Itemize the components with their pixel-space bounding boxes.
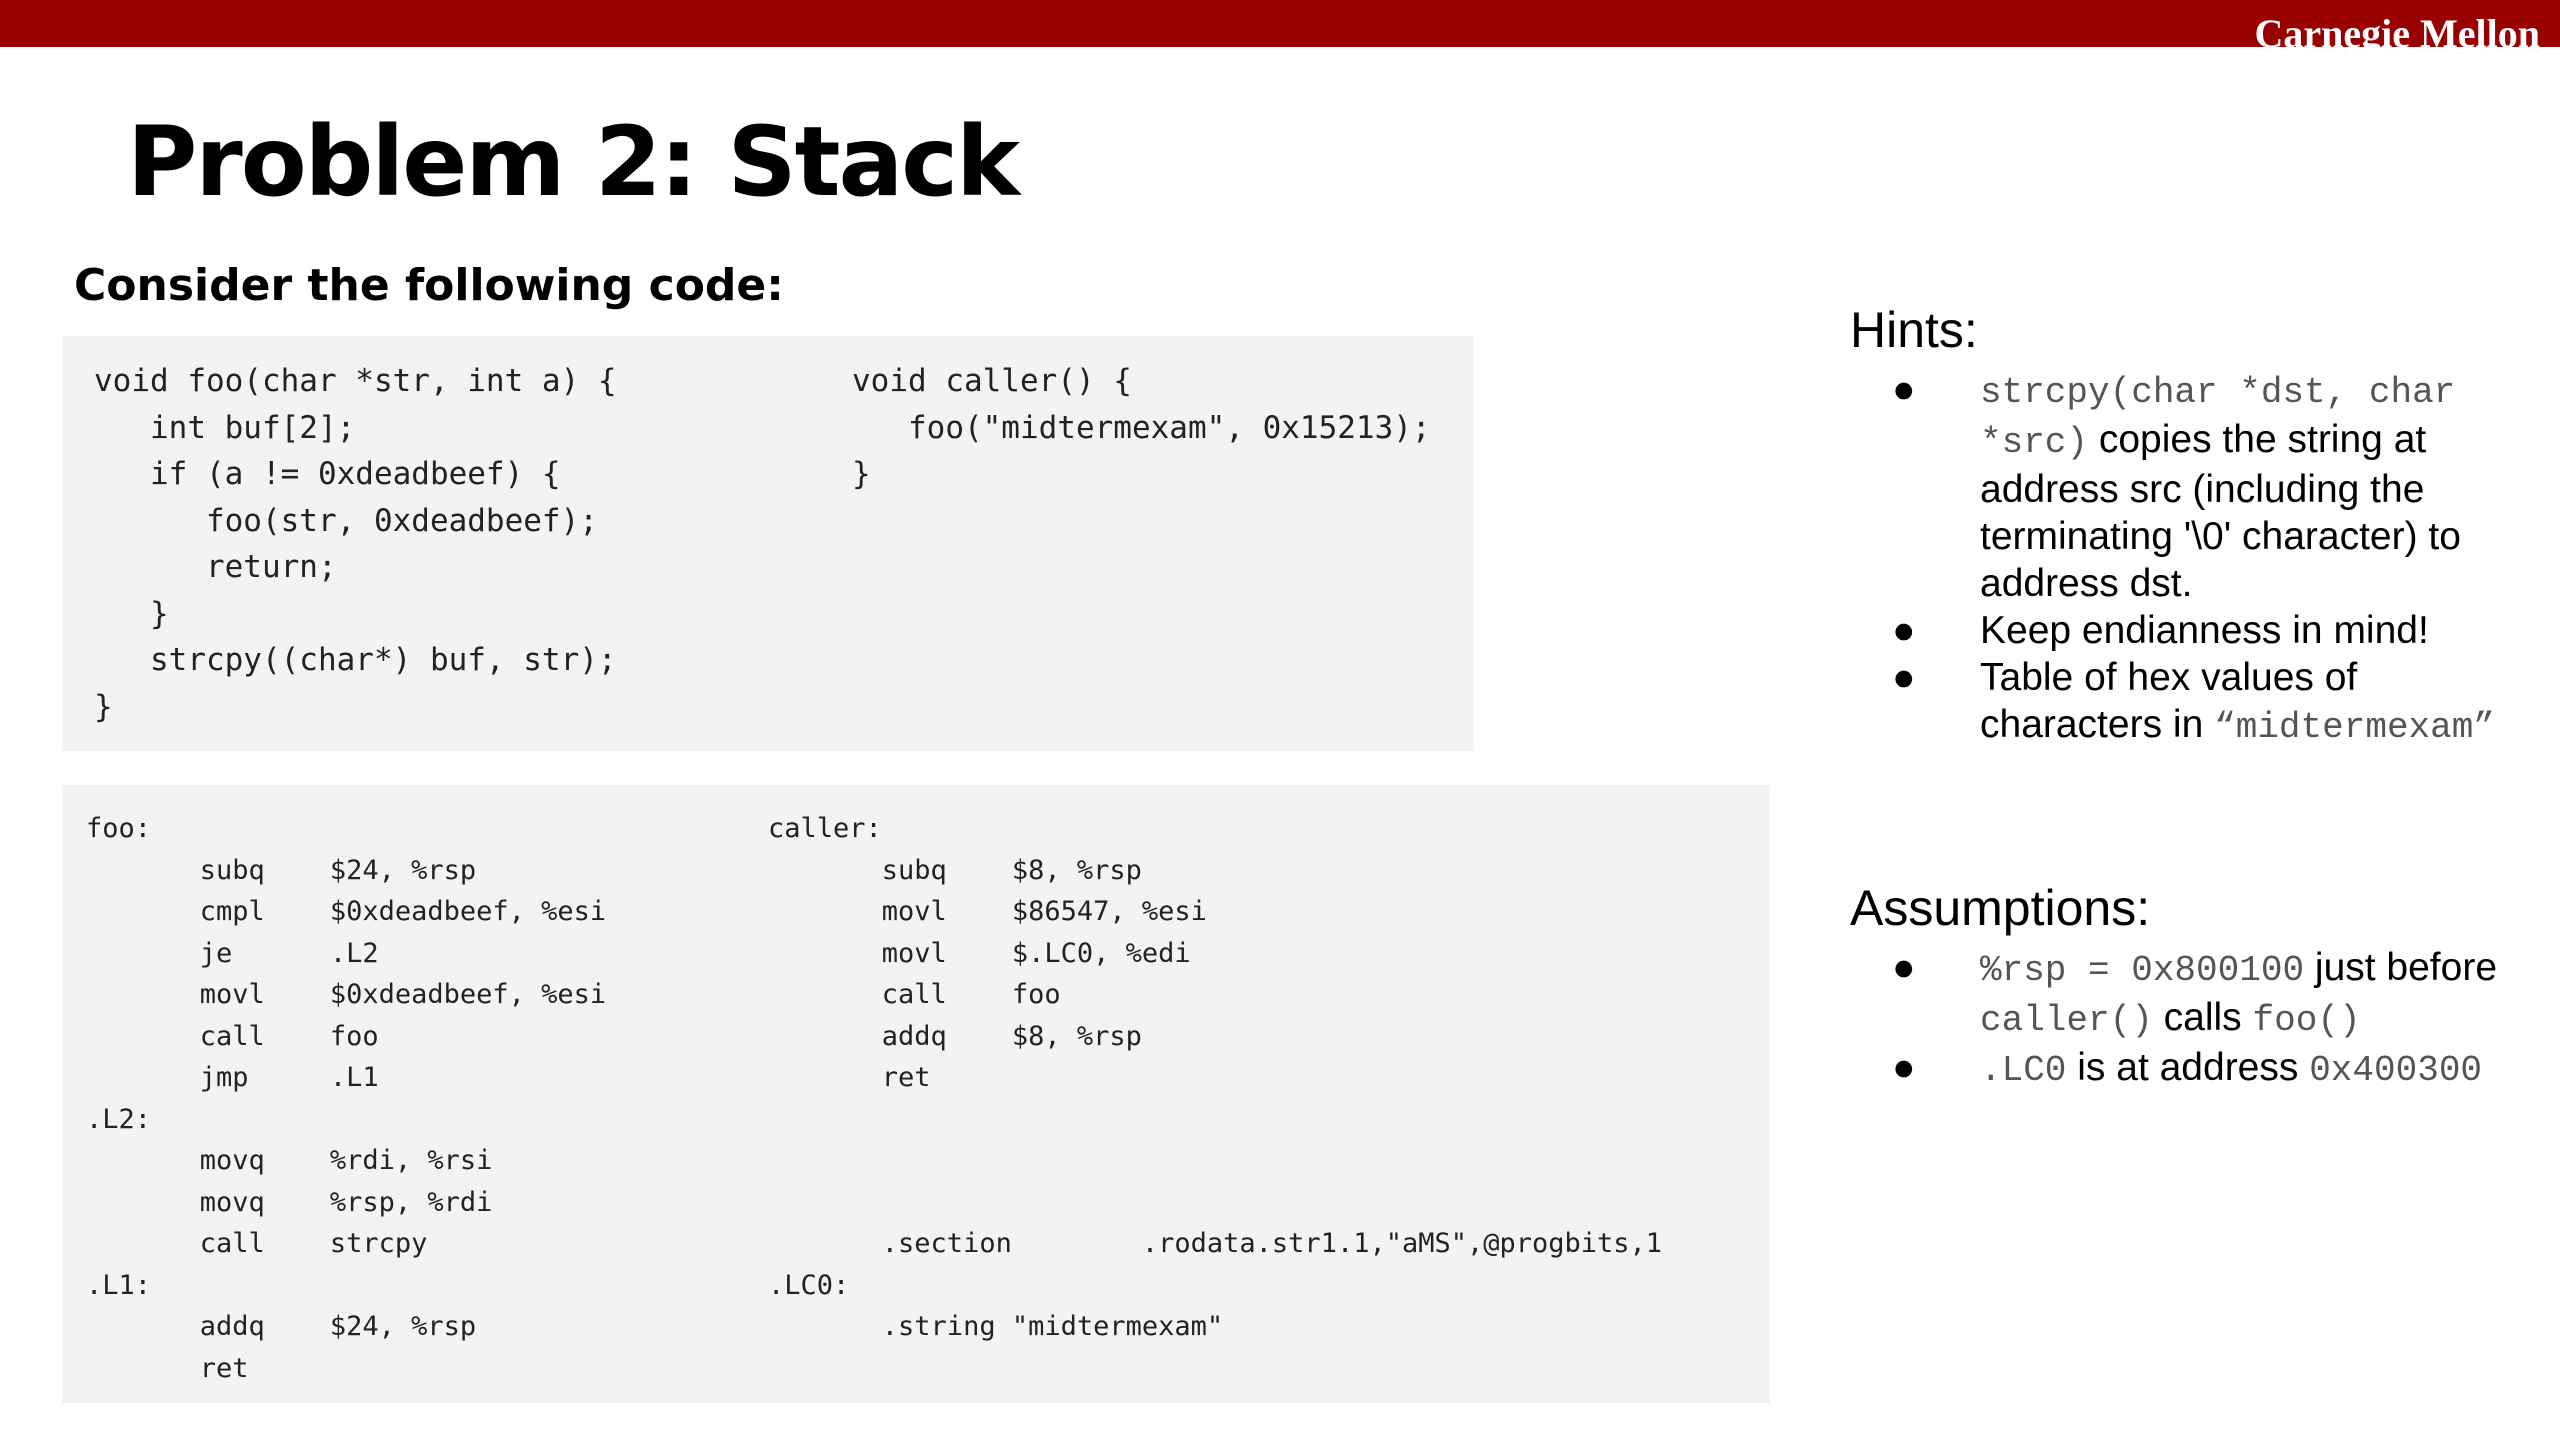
assumptions-panel: Assumptions: ● %rsp = 0x800100 just befo… (1850, 880, 2540, 1094)
assumption-item-lc0: ● .LC0 is at address 0x400300 (1850, 1044, 2540, 1094)
asm-code-caller: caller: subq $8, %rsp movl $86547, %esi … (768, 813, 1663, 1342)
hint-code-midtermexam: “midtermexam” (2214, 707, 2495, 748)
hint-text-hex-table: Table of hex values of characters in (1980, 656, 2358, 746)
bullet-icon: ● (1892, 946, 1916, 989)
asm-code-block: foo: subq $24, %rsp cmpl $0xdeadbeef, %e… (62, 785, 1770, 1403)
bullet-icon: ● (1892, 368, 1916, 411)
hint-item-endianness: ● Keep endianness in mind! (1850, 607, 2540, 654)
assumption-code-address: 0x400300 (2309, 1050, 2483, 1091)
header-bar: Carnegie Mellon (0, 0, 2560, 47)
hints-panel: Hints: ● strcpy(char *dst, char *src) co… (1850, 302, 2540, 751)
assumption-text: calls (2152, 996, 2253, 1039)
bullet-icon: ● (1892, 1046, 1916, 1089)
assumption-code-foo: foo() (2252, 1000, 2361, 1041)
asm-code-foo: foo: subq $24, %rsp cmpl $0xdeadbeef, %e… (86, 813, 607, 1384)
slide-subtitle: Consider the following code: (74, 260, 784, 311)
hint-item-hex-table: ● Table of hex values of characters in “… (1850, 654, 2540, 751)
assumptions-heading: Assumptions: (1850, 880, 2151, 936)
slide-title: Problem 2: Stack (127, 106, 1020, 218)
assumption-text: just before (2304, 946, 2498, 989)
hints-list: ● strcpy(char *dst, char *src) copies th… (1850, 366, 2540, 751)
c-code-caller: void caller() { foo("midtermexam", 0x152… (852, 363, 1431, 492)
assumption-item-rsp: ● %rsp = 0x800100 just before caller() c… (1850, 944, 2540, 1044)
c-code-foo: void foo(char *str, int a) { int buf[2];… (94, 363, 617, 725)
assumption-code-lc0: .LC0 (1980, 1050, 2067, 1091)
assumption-text: is at address (2066, 1046, 2310, 1089)
hint-text-endianness: Keep endianness in mind! (1980, 609, 2429, 652)
assumptions-list: ● %rsp = 0x800100 just before caller() c… (1850, 944, 2540, 1094)
c-code-block: void foo(char *str, int a) { int buf[2];… (62, 336, 1474, 751)
assumption-code-caller: caller() (1980, 1000, 2153, 1041)
hint-text-strcpy: copies the string at address src (includ… (1980, 418, 2461, 605)
bullet-icon: ● (1892, 609, 1916, 652)
hints-heading: Hints: (1850, 302, 1978, 358)
bullet-icon: ● (1892, 656, 1916, 699)
hint-code-strcpy: strcpy(char *dst, char *src) (1980, 372, 2456, 463)
assumption-code-rsp: %rsp = 0x800100 (1980, 950, 2305, 991)
brand-logo: Carnegie Mellon (2254, 11, 2541, 47)
hint-item-strcpy: ● strcpy(char *dst, char *src) copies th… (1850, 366, 2540, 607)
